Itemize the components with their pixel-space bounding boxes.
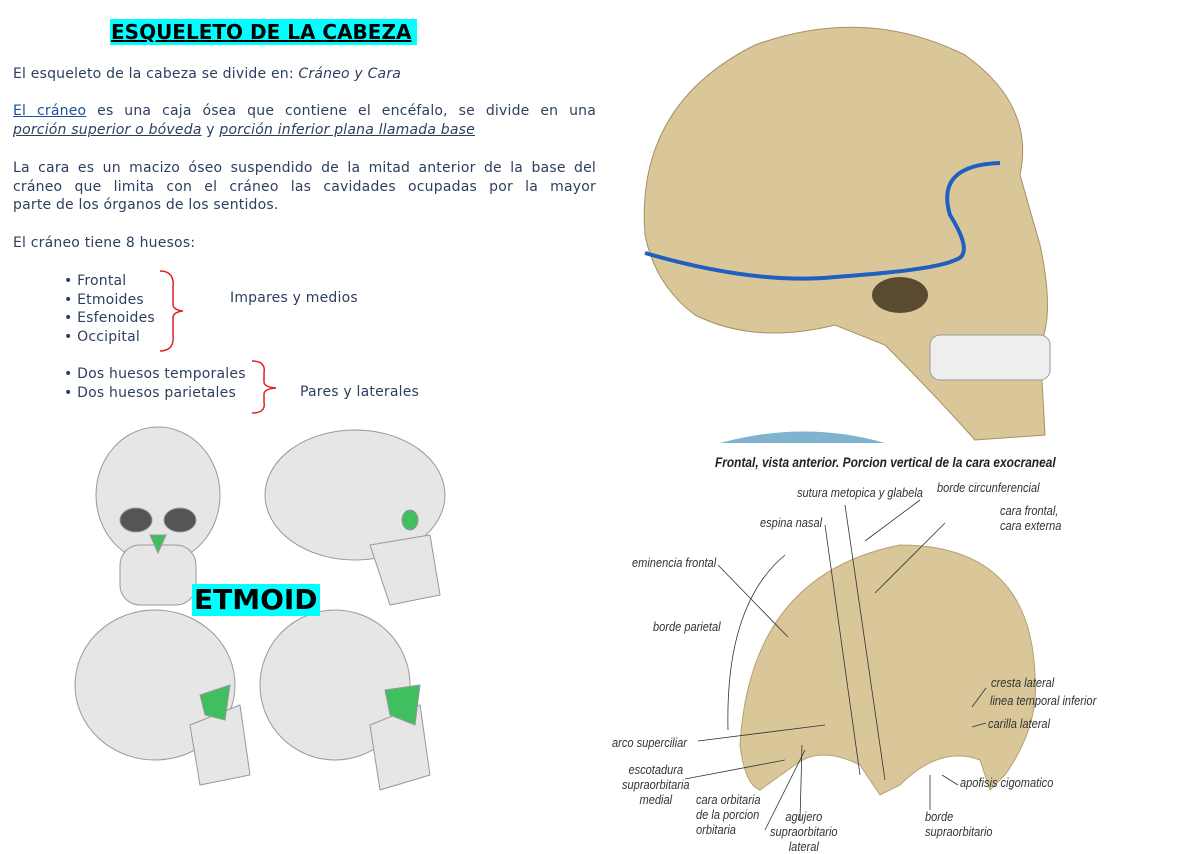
- pares-label: Pares y laterales: [300, 384, 420, 400]
- lateral-skull-image: [643, 26, 1051, 443]
- label-line: cara frontal,: [1000, 503, 1059, 518]
- label-borde-circunferencial: borde circunferencial: [937, 480, 1040, 495]
- label-arco-superciliar: arco superciliar: [612, 735, 687, 750]
- skull-sagittal-left: [74, 609, 251, 786]
- craneo-text: es una caja ósea que contiene el encéfal…: [86, 103, 596, 119]
- skull-sagittal-right: [259, 609, 431, 791]
- intro-emphasis: Cráneo y Cara: [298, 66, 402, 82]
- skull-side-view: [264, 429, 446, 606]
- list-item: • Frontal: [64, 273, 127, 289]
- cara-line-1: La cara es un macizo óseo suspendido de …: [13, 160, 596, 176]
- craneo-paragraph-line2: porción superior o bóveda y porción infe…: [13, 122, 475, 138]
- label-line: cara orbitaria: [696, 792, 761, 807]
- label-line: lateral: [788, 839, 819, 854]
- craneo-part-1: porción superior o bóveda: [13, 122, 202, 138]
- joiner: y: [201, 122, 220, 138]
- ethmoid-illustrations: [74, 426, 446, 791]
- impares-list: • Frontal • Etmoides • Esfenoides • Occi…: [64, 272, 155, 346]
- intro-paragraph: El esqueleto de la cabeza se divide en: …: [13, 66, 401, 82]
- impares-label: Impares y medios: [230, 290, 358, 306]
- label-line: medial: [639, 792, 673, 807]
- label-line: supraorbitario: [925, 824, 993, 839]
- label-apofisis: apofisis cigomatico: [960, 775, 1054, 790]
- list-item: • Dos huesos parietales: [64, 384, 236, 401]
- cara-line-3: parte de los órganos de los sentidos.: [13, 197, 279, 213]
- page-title: ESQUELETO DE LA CABEZA: [110, 19, 418, 45]
- label-espina-nasal: espina nasal: [760, 515, 823, 530]
- etmoid-label: ETMOID: [192, 583, 320, 616]
- label-line: borde: [925, 809, 954, 824]
- skull-front-view: [95, 426, 221, 606]
- list-item: • Occipital: [64, 328, 140, 345]
- craneo-paragraph-line1: El cráneo es una caja ósea que contiene …: [13, 103, 596, 119]
- label-line: agujero: [785, 809, 823, 824]
- label-sutura: sutura metopica y glabela: [797, 485, 923, 500]
- cara-line-2: cráneo que limita con el cráneo las cavi…: [13, 179, 596, 195]
- intro-text: El esqueleto de la cabeza se divide en:: [13, 66, 299, 82]
- craneo-part-2: porción inferior plana llamada base: [219, 122, 475, 138]
- label-cara-frontal: cara frontal,cara externa: [1000, 503, 1061, 533]
- label-eminencia-frontal: eminencia frontal: [632, 555, 717, 570]
- label-borde-parietal: borde parietal: [653, 619, 721, 634]
- pares-list: • Dos huesos temporales • Dos huesos par…: [64, 365, 246, 402]
- label-linea-temporal: linea temporal inferior: [990, 693, 1097, 708]
- label-line: supraorbitario: [770, 824, 838, 839]
- label-cresta-lateral: cresta lateral: [991, 675, 1055, 690]
- outline-curve: [644, 161, 1001, 281]
- label-carilla-lateral: carilla lateral: [988, 716, 1051, 731]
- label-line: escotadura: [628, 762, 684, 777]
- label-line: de la porcion: [696, 807, 760, 822]
- huesos-intro: El cráneo tiene 8 huesos:: [13, 235, 196, 251]
- craneo-link[interactable]: El cráneo: [13, 103, 87, 119]
- label-line: supraorbitaria: [622, 777, 690, 792]
- list-item: • Dos huesos temporales: [64, 366, 246, 382]
- frontal-bone-image: [684, 499, 1037, 831]
- brace-impares: [159, 270, 184, 352]
- label-line: orbitaria: [696, 822, 736, 837]
- brace-pares: [251, 360, 277, 414]
- figure-caption: Frontal, vista anterior. Porcion vertica…: [715, 454, 1056, 470]
- list-item: • Esfenoides: [64, 310, 155, 326]
- frontal-bone-figure: Frontal, vista anterior. Porcion vertica…: [600, 445, 1200, 854]
- list-item: • Etmoides: [64, 291, 144, 308]
- label-line: cara externa: [1000, 518, 1062, 533]
